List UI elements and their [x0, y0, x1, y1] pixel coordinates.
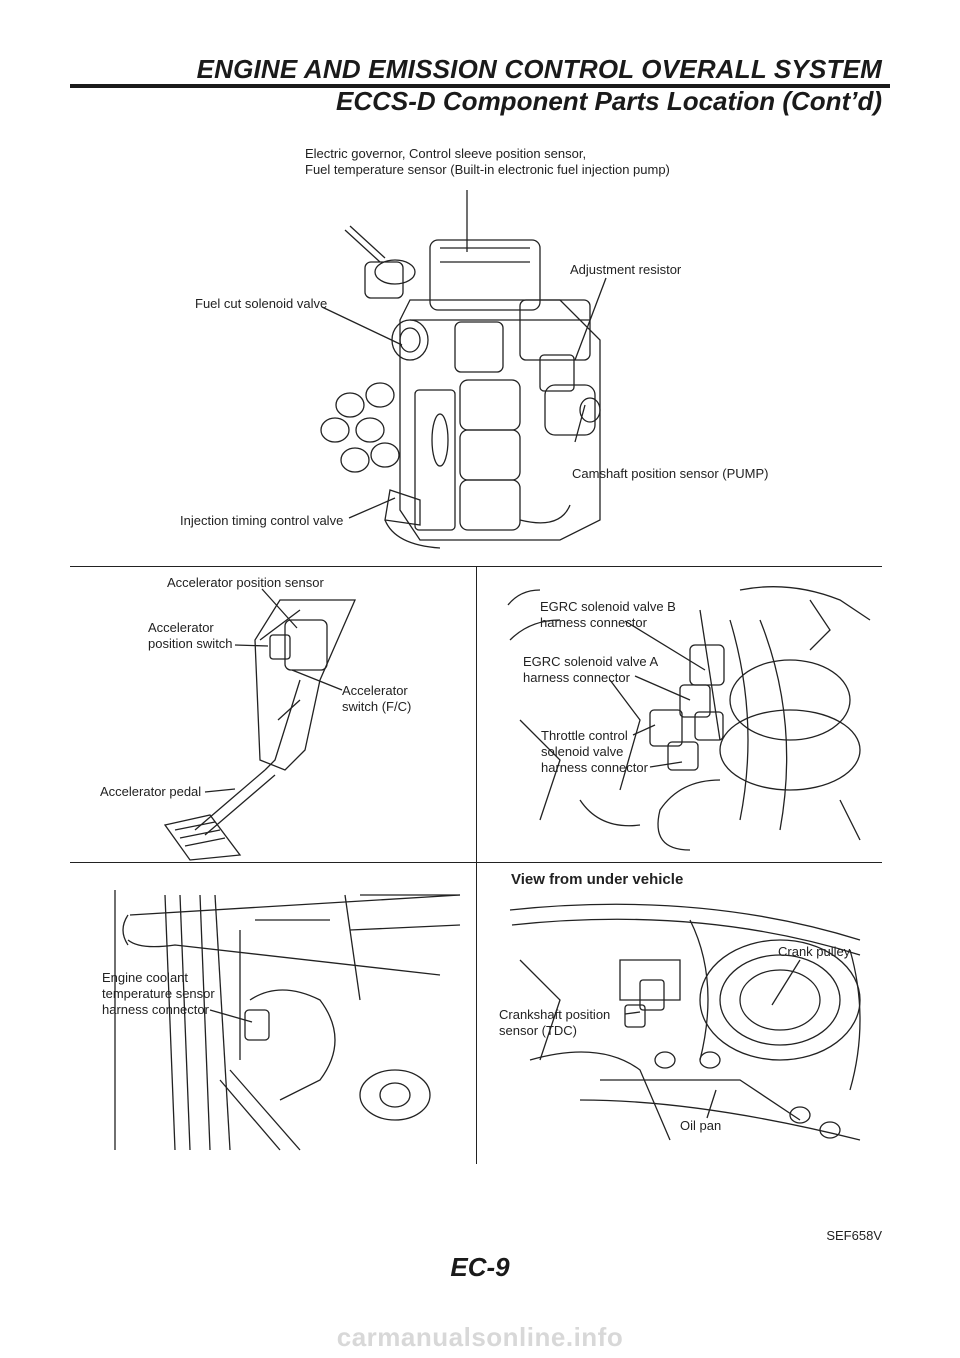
fuel-injection-pump-illustration: [320, 190, 607, 549]
crankshaft-label-line2: sensor (TDC): [499, 1023, 578, 1038]
injection-timing-label: Injection timing control valve: [180, 513, 344, 528]
section-title: ENGINE AND EMISSION CONTROL OVERALL SYST…: [196, 54, 882, 84]
electric-governor-label-line2: Fuel temperature sensor (Built-in electr…: [305, 162, 670, 177]
accel-switch-label-line1: Accelerator: [342, 683, 408, 698]
egrc-a-label-line2: harness connector: [523, 670, 630, 685]
accel-position-switch-label-line2: position switch: [148, 636, 233, 651]
throttle-label-line1: Throttle control: [541, 728, 628, 743]
oil-pan-label: Oil pan: [680, 1118, 722, 1133]
accelerator-pedal-illustration: [163, 588, 356, 861]
header-rule: [70, 84, 890, 88]
accel-position-sensor-label: Accelerator position sensor: [167, 575, 324, 590]
vertical-divider: [476, 566, 477, 1164]
crank-pulley-label: Crank pulley: [778, 944, 851, 959]
coolant-label-line1: Engine coolant: [102, 970, 189, 985]
throttle-label-line2: solenoid valve: [541, 744, 624, 759]
egrc-a-label-line1: EGRC solenoid valve A: [523, 654, 659, 669]
throttle-label-line3: harness connector: [541, 760, 648, 775]
accel-switch-label-line2: switch (F/C): [342, 699, 412, 714]
egrc-b-label-line1: EGRC solenoid valve B: [540, 599, 676, 614]
crank-pulley-illustration: [509, 903, 861, 1141]
fuel-cut-solenoid-label: Fuel cut solenoid valve: [195, 296, 328, 311]
egrc-b-label-line2: harness connector: [540, 615, 647, 630]
view-heading: View from under vehicle: [511, 871, 684, 888]
coolant-sensor-illustration: [114, 890, 461, 1151]
page-subtitle: ECCS-D Component Parts Location (Cont’d): [336, 86, 882, 116]
watermark: carmanualsonline.info: [336, 1322, 624, 1352]
coolant-label-line3: harness connector: [102, 1002, 209, 1017]
adjustment-resistor-label: Adjustment resistor: [570, 262, 682, 277]
figure-code: SEF658V: [826, 1228, 882, 1243]
accel-position-switch-label-line1: Accelerator: [148, 620, 214, 635]
accel-pedal-label: Accelerator pedal: [100, 784, 202, 799]
egrc-solenoid-illustration: [507, 586, 871, 851]
coolant-label-line2: temperature sensor: [102, 986, 215, 1001]
page-number: EC-9: [450, 1252, 510, 1282]
camshaft-sensor-label: Camshaft position sensor (PUMP): [572, 466, 769, 481]
crankshaft-label-line1: Crankshaft position: [499, 1007, 611, 1022]
electric-governor-label-line1: Electric governor, Control sleeve positi…: [305, 146, 587, 161]
